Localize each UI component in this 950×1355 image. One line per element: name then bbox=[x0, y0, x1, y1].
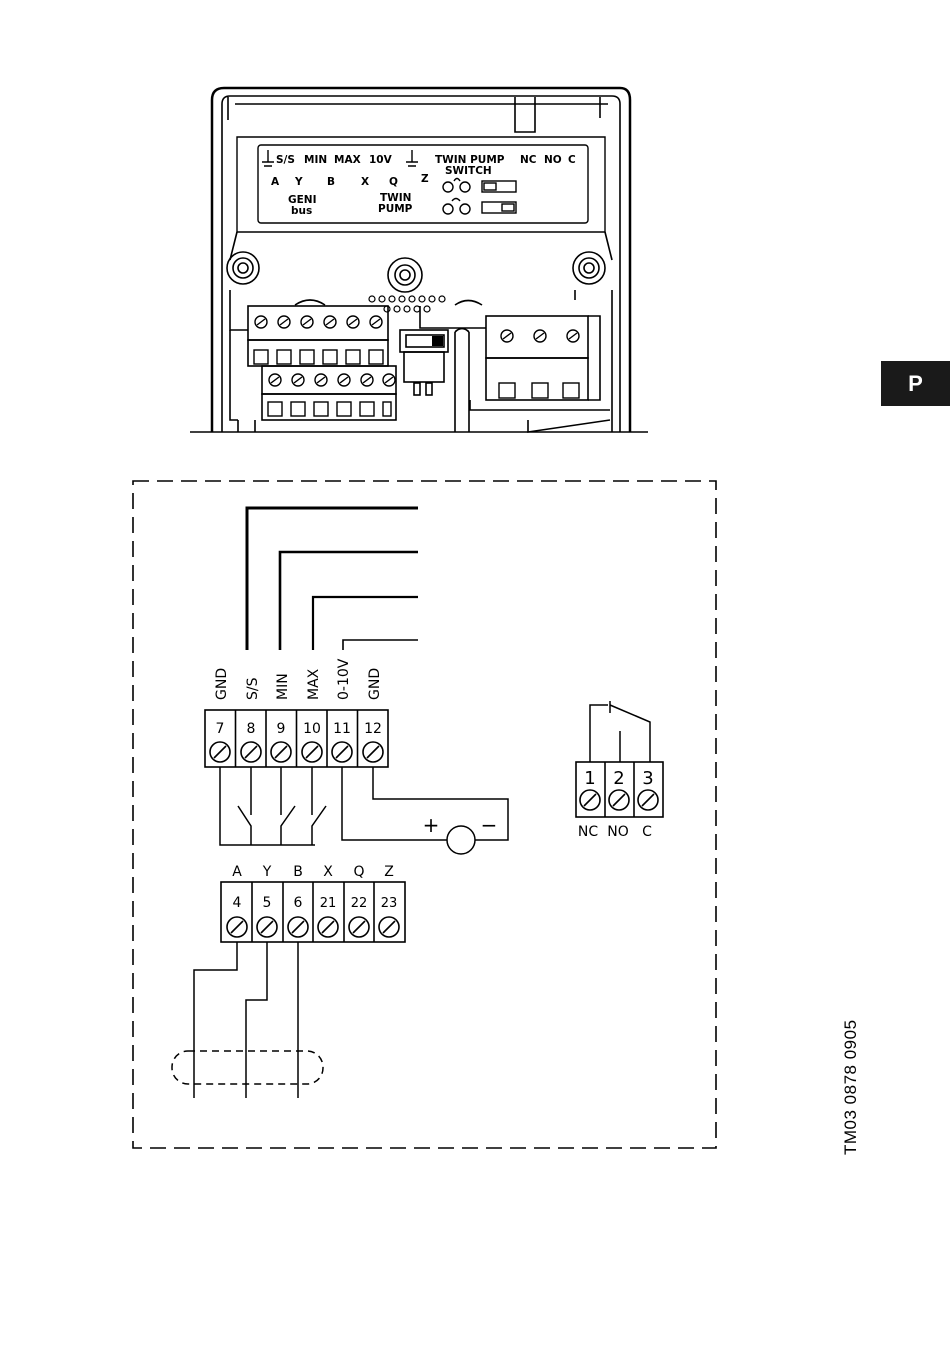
voltage-source-symbol bbox=[447, 826, 475, 854]
bus-terminal-23-number: 23 bbox=[381, 896, 398, 911]
twin-pump-indicator-2 bbox=[443, 199, 470, 215]
bus-letter-a: A bbox=[232, 864, 242, 880]
bus-letter-z: Z bbox=[384, 864, 394, 880]
relay-label-c: C bbox=[642, 824, 652, 840]
voltage-source-loop bbox=[342, 767, 508, 854]
plate-label-ss: S/S bbox=[276, 154, 295, 166]
relay-terminal-screws bbox=[580, 790, 658, 810]
plate-label-a: A bbox=[271, 176, 280, 188]
function-label-max: MAX bbox=[306, 668, 322, 700]
plate-label-nc: NC bbox=[520, 154, 537, 166]
relay-terminal-1-number: 1 bbox=[584, 768, 595, 789]
relay-terminal-3-number: 3 bbox=[642, 768, 653, 789]
dip-switch-lever bbox=[432, 336, 443, 346]
terminal-8-number: 8 bbox=[247, 721, 256, 737]
bus-terminal-22-number: 22 bbox=[351, 896, 368, 911]
twin-switch-2-lever bbox=[502, 204, 514, 211]
twin-switch-1-lever bbox=[484, 183, 496, 190]
plate-label-no: NO bbox=[544, 154, 562, 166]
bus-cable-wires bbox=[172, 942, 323, 1098]
plate-label-b: B bbox=[327, 176, 335, 188]
bus-letter-x: X bbox=[323, 864, 333, 880]
section-tab: P bbox=[881, 361, 950, 406]
function-label-gnd-1: GND bbox=[214, 668, 230, 700]
plate-label-z: Z bbox=[421, 173, 429, 185]
bus-terminal-5-number: 5 bbox=[263, 895, 272, 911]
terminal-box-drawing bbox=[190, 88, 648, 432]
bus-terminal-6-number: 6 bbox=[294, 895, 303, 911]
relay-label-nc: NC bbox=[578, 824, 598, 840]
plate-label-switch: SWITCH bbox=[445, 165, 492, 177]
control-terminal-block bbox=[205, 710, 388, 767]
terminal-9-number: 9 bbox=[277, 721, 286, 737]
function-label-min: MIN bbox=[275, 673, 291, 700]
relay-wiring bbox=[590, 701, 650, 762]
voltage-source-plus: + bbox=[423, 813, 440, 837]
relay-label-no: NO bbox=[607, 824, 629, 840]
bus-terminal-21-number: 21 bbox=[320, 896, 337, 911]
plate-label-bus: bus bbox=[291, 205, 312, 217]
terminal-7-number: 7 bbox=[216, 721, 225, 737]
function-label-gnd-2: GND bbox=[367, 668, 383, 700]
plate-label-y: Y bbox=[294, 176, 303, 188]
device-screws bbox=[255, 316, 579, 386]
drawing-reference-code: TM03 0878 0905 bbox=[841, 1019, 861, 1155]
function-label-0-10v: 0-10V bbox=[336, 658, 352, 700]
plate-label-10v: 10V bbox=[369, 154, 393, 166]
plate-label-max: MAX bbox=[334, 154, 361, 166]
bus-letter-y: Y bbox=[262, 864, 272, 880]
voltage-source-minus: − bbox=[481, 813, 498, 837]
twin-pump-indicator-1 bbox=[443, 179, 470, 193]
function-label-ss: S/S bbox=[245, 677, 261, 700]
ground-symbol-1 bbox=[262, 150, 274, 166]
terminal-11-number: 11 bbox=[333, 721, 351, 737]
control-input-wires bbox=[247, 508, 418, 650]
switch-contacts bbox=[220, 767, 326, 845]
bus-terminal-block bbox=[221, 882, 405, 942]
bus-terminal-4-number: 4 bbox=[233, 895, 242, 911]
plate-label-min: MIN bbox=[304, 154, 327, 166]
bus-letter-q: Q bbox=[353, 864, 364, 880]
relay-terminal-2-number: 2 bbox=[613, 768, 624, 789]
terminal-10-number: 10 bbox=[303, 721, 321, 737]
plate-label-pump: PUMP bbox=[378, 203, 413, 215]
plate-label-c: C bbox=[568, 154, 576, 166]
plate-label-q: Q bbox=[389, 176, 398, 188]
plate-label-x: X bbox=[361, 176, 369, 188]
terminal-12-number: 12 bbox=[364, 721, 382, 737]
bus-letter-b: B bbox=[293, 864, 303, 880]
ground-symbol-2 bbox=[406, 150, 418, 166]
